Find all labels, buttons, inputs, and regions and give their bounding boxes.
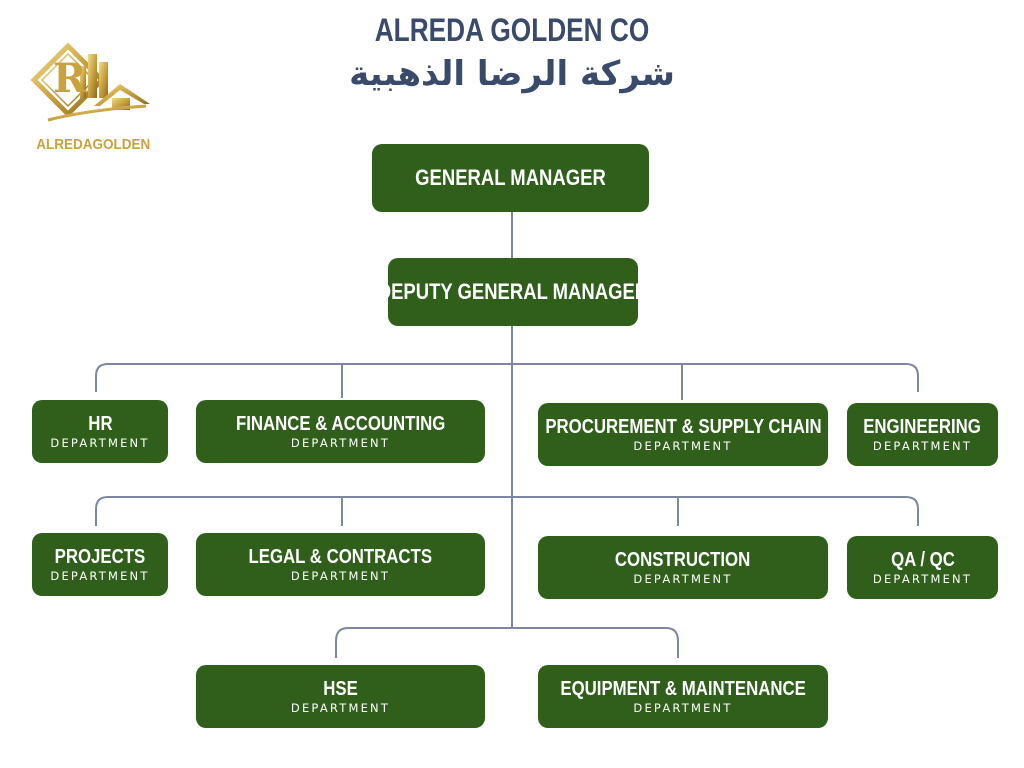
general-manager-label: GENERAL MANAGER — [415, 165, 606, 190]
department-label: DEPARTMENT — [290, 436, 391, 450]
department-name: CONSTRUCTION — [615, 549, 751, 571]
department-box-legal: LEGAL & CONTRACTS DEPARTMENT — [196, 533, 485, 596]
department-label: DEPARTMENT — [633, 572, 733, 586]
department-name: ENGINEERING — [863, 416, 982, 438]
department-box-projects: PROJECTS DEPARTMENT — [32, 533, 168, 596]
logo-wordmark: ALREDAGOLDEN — [36, 136, 151, 153]
department-box-construction: CONSTRUCTION DEPARTMENT — [538, 536, 828, 599]
department-box-procurement: PROCUREMENT & SUPPLY CHAIN DEPARTMENT — [538, 403, 828, 466]
connector-row-1 — [95, 363, 919, 392]
department-label: DEPARTMENT — [872, 572, 973, 586]
company-logo: R — [28, 40, 158, 152]
department-label: DEPARTMENT — [50, 569, 150, 583]
department-name: HR — [87, 413, 113, 435]
department-label: DEPARTMENT — [290, 701, 391, 715]
department-box-qa-qc: QA / QC DEPARTMENT — [847, 536, 998, 599]
department-box-equipment: EQUIPMENT & MAINTENANCE DEPARTMENT — [538, 665, 828, 728]
connector-row-2 — [95, 496, 919, 526]
department-name: PROCUREMENT & SUPPLY CHAIN — [544, 416, 822, 438]
logo-monogram: R — [53, 55, 87, 102]
department-box-hr: HR DEPARTMENT — [32, 400, 168, 463]
department-label: DEPARTMENT — [633, 701, 733, 715]
department-label: DEPARTMENT — [872, 439, 973, 453]
company-title-english: ALREDA GOLDEN CO — [374, 12, 650, 48]
deputy-general-manager-box: DEPUTY GENERAL MANAGER — [378, 258, 648, 326]
deputy-general-manager-label: DEPUTY GENERAL MANAGER — [377, 279, 649, 304]
department-label: DEPARTMENT — [50, 436, 150, 450]
department-name: FINANCE & ACCOUNTING — [235, 413, 446, 435]
company-title-arabic: شركة الرضا الذهبية — [349, 54, 675, 94]
building-house-icon — [30, 42, 150, 122]
department-box-engineering: ENGINEERING DEPARTMENT — [847, 403, 998, 466]
department-label: DEPARTMENT — [633, 439, 733, 453]
department-name: EQUIPMENT & MAINTENANCE — [560, 678, 806, 700]
department-name: QA / QC — [890, 549, 955, 571]
department-name: LEGAL & CONTRACTS — [248, 546, 433, 568]
general-manager-box: GENERAL MANAGER — [372, 144, 649, 212]
connector-row-3 — [335, 627, 679, 658]
department-box-finance: FINANCE & ACCOUNTING DEPARTMENT — [196, 400, 485, 463]
department-name: PROJECTS — [54, 546, 146, 568]
department-box-hse: HSE DEPARTMENT — [196, 665, 485, 728]
department-label: DEPARTMENT — [290, 569, 391, 583]
department-name: HSE — [323, 678, 358, 700]
